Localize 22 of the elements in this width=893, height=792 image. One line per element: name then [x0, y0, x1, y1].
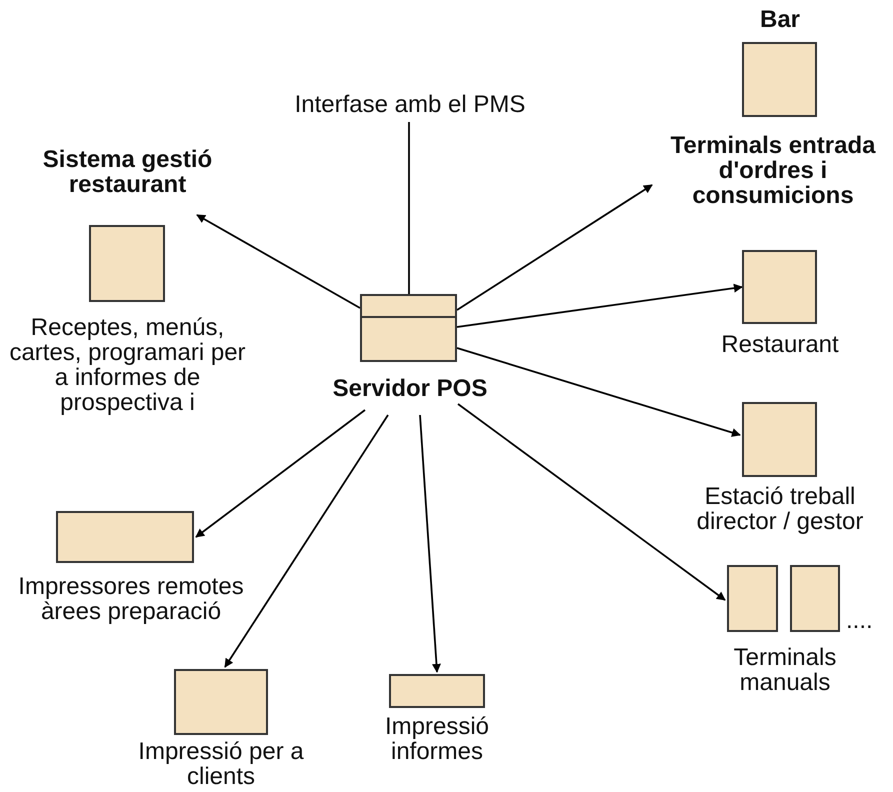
arrow: [195, 409, 366, 538]
node-heading: Servidor POS: [332, 376, 488, 401]
node-label: Estació treball director / gestor: [696, 484, 864, 534]
arrow: [456, 284, 743, 328]
node-label: Impressió informes: [384, 714, 490, 764]
node-heading: Sistema gestió restaurant: [42, 147, 214, 197]
node-heading: Bar: [758, 7, 802, 32]
connector-line: [408, 122, 410, 294]
arrow: [456, 347, 741, 437]
node-label: Impressores remotes àrees preparació: [17, 574, 245, 624]
arrow: [196, 214, 360, 309]
arrow: [419, 414, 441, 673]
arrow: [457, 403, 726, 601]
ellipsis-text: ....: [846, 608, 873, 633]
node-label: Restaurant: [720, 332, 840, 357]
node-heading: Terminals entrada d'ordres i consumicions: [670, 133, 877, 208]
arrow: [456, 184, 653, 311]
node-label: Interfase amb el PMS: [294, 92, 526, 117]
node-label: Receptes, menús, cartes, programari per a informes de prospectiva i: [8, 315, 247, 415]
node-label: Terminals manuals: [732, 645, 838, 695]
arrow: [224, 414, 389, 668]
node-label: Impressió per a clients: [137, 739, 305, 789]
